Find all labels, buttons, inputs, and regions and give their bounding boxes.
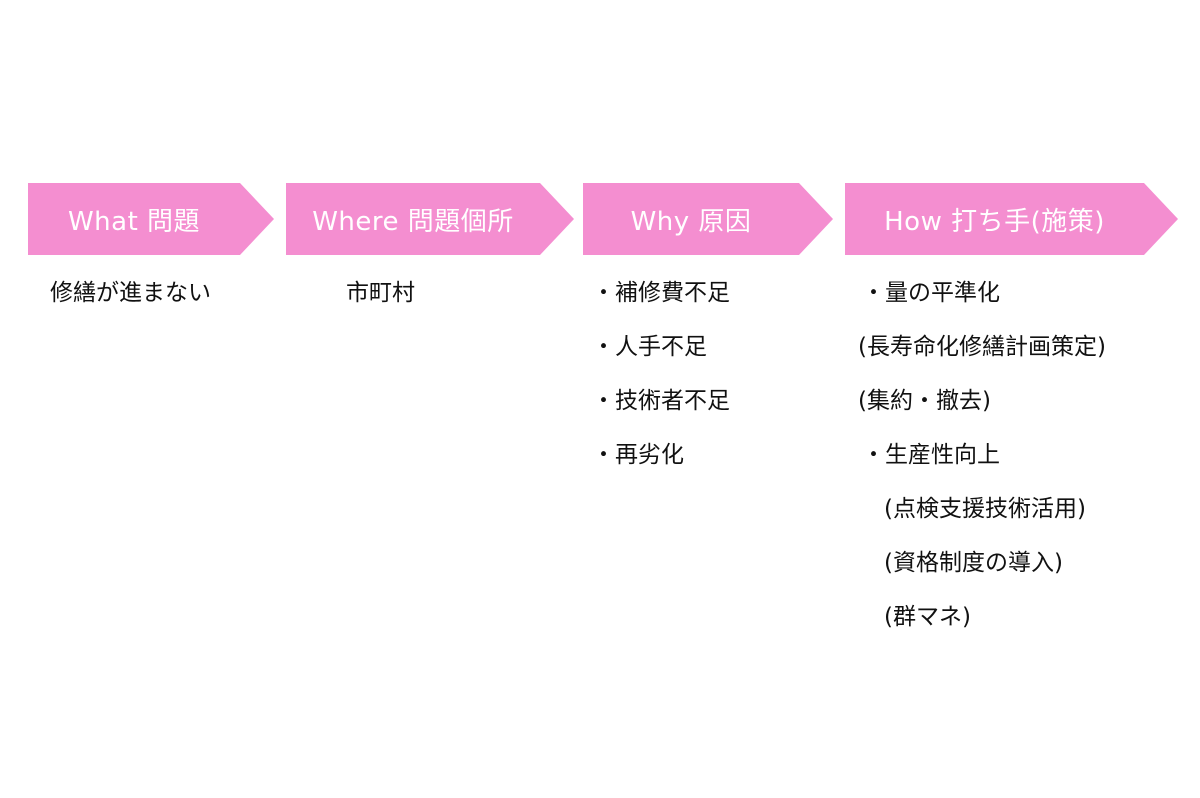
why-items: ・補修費不足 ・人手不足 ・技術者不足 ・再劣化 bbox=[592, 266, 730, 482]
list-item: ・人手不足 bbox=[592, 334, 707, 360]
list-item: ・技術者不足 bbox=[592, 388, 730, 414]
list-item: 修繕が進まない bbox=[50, 280, 211, 306]
chevron-what: What 問題 bbox=[28, 183, 274, 255]
chevron-label: How 打ち手(施策) bbox=[884, 206, 1105, 237]
what-items: 修繕が進まない bbox=[50, 266, 211, 320]
list-item: ・補修費不足 bbox=[592, 280, 730, 306]
chevron-why: Why 原因 bbox=[583, 183, 833, 255]
chevron-label: Why 原因 bbox=[630, 206, 752, 237]
chevron-where: Where 問題個所 bbox=[286, 183, 574, 255]
list-item: (長寿命化修繕計画策定) bbox=[858, 334, 1106, 360]
list-item: (群マネ) bbox=[884, 604, 971, 630]
list-item: ・生産性向上 bbox=[862, 442, 1000, 468]
where-items: 市町村 bbox=[346, 266, 415, 320]
how-items: ・量の平準化 (長寿命化修繕計画策定) (集約・撤去) ・生産性向上 (点検支援… bbox=[858, 266, 1106, 644]
chevron-label: Where 問題個所 bbox=[312, 206, 514, 237]
list-item: 市町村 bbox=[346, 280, 415, 306]
list-item: (集約・撤去) bbox=[858, 388, 991, 414]
list-item: (資格制度の導入) bbox=[884, 550, 1063, 576]
list-item: ・量の平準化 bbox=[862, 280, 1000, 306]
list-item: ・再劣化 bbox=[592, 442, 684, 468]
list-item: (点検支援技術活用) bbox=[884, 496, 1086, 522]
chevron-label: What 問題 bbox=[67, 206, 201, 237]
chevron-how: How 打ち手(施策) bbox=[845, 183, 1178, 255]
